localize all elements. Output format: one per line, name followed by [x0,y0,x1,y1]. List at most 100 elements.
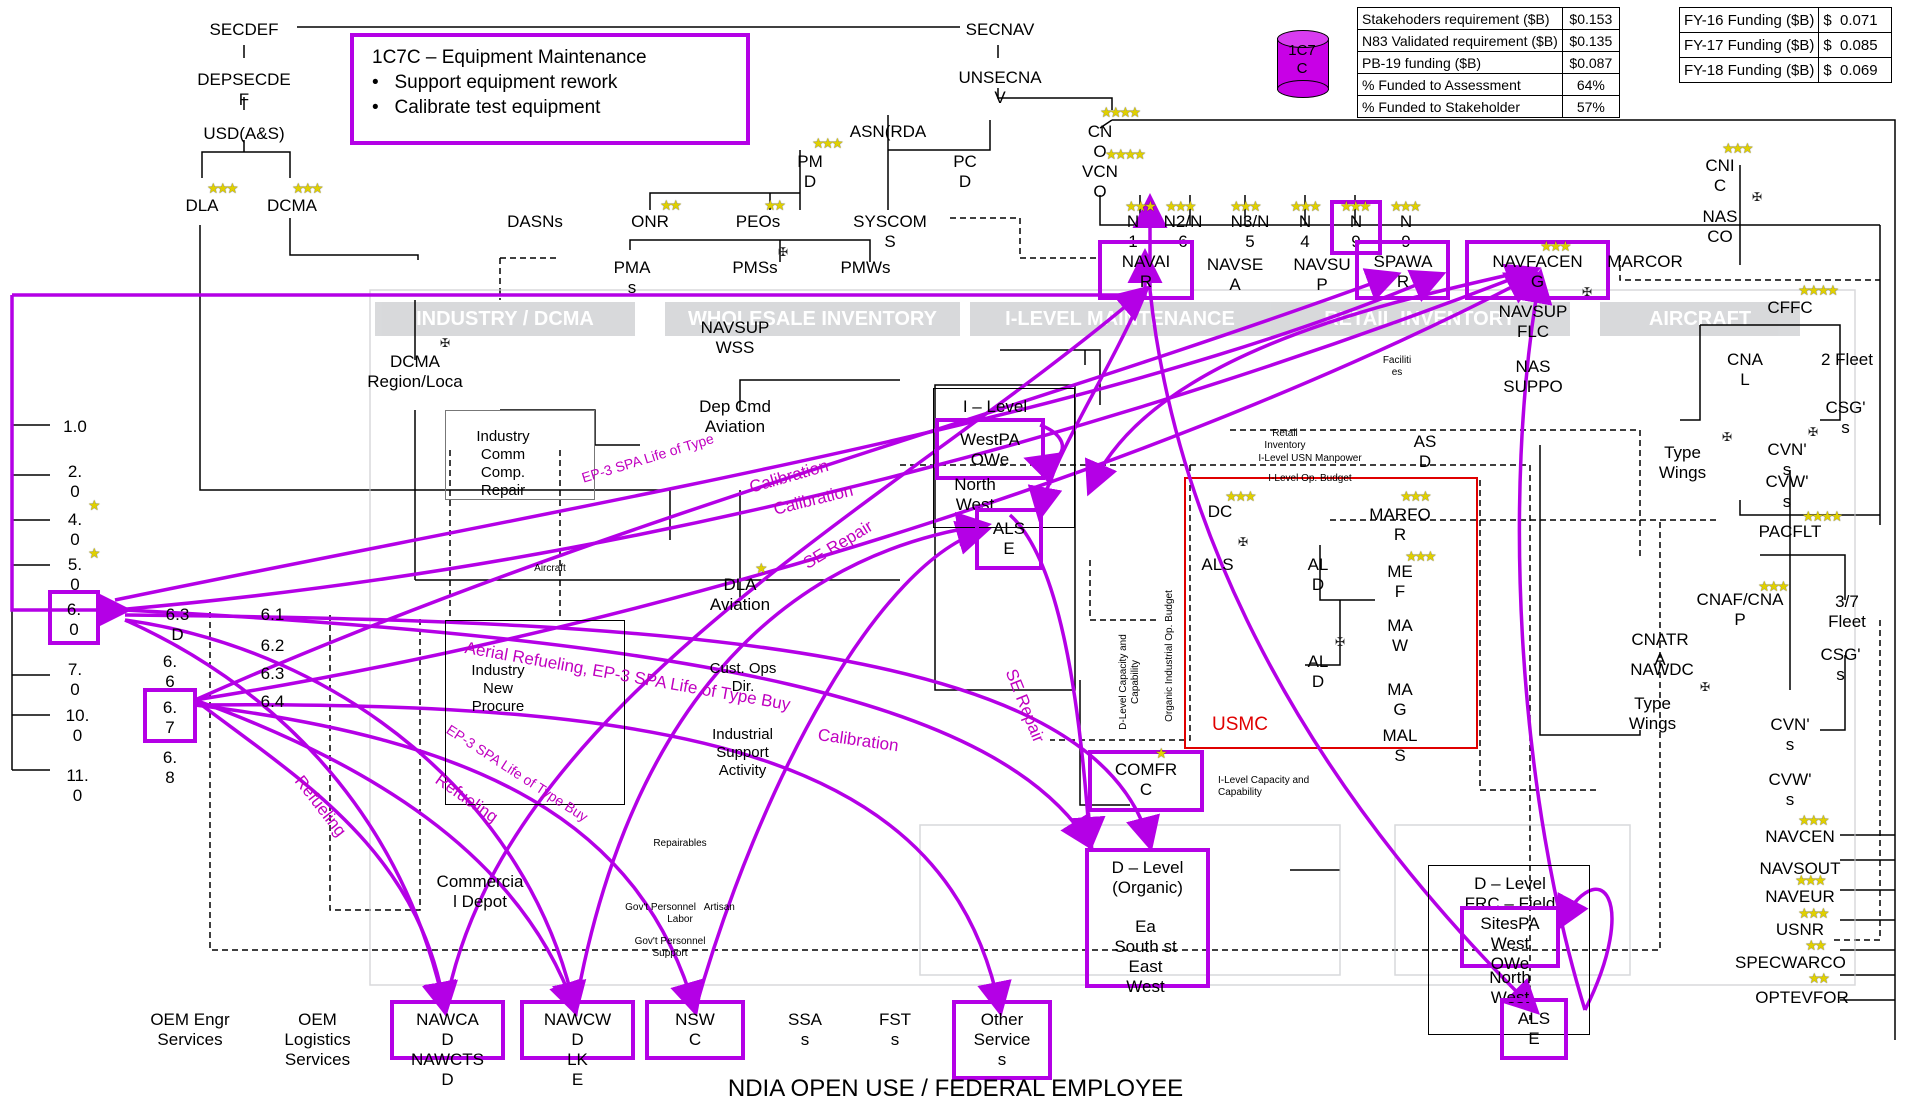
node-cnaf-cnap: CNAF/CNA P [1685,590,1795,630]
node-nas-co: NAS CO [1700,207,1740,247]
node-dcma: DCMA [262,196,322,216]
node-pmws: PMWs [838,258,893,278]
node-cvws-2: CVW' s [1765,770,1815,810]
table-cell: $ 0.069 [1819,58,1892,83]
node-mag: MA G [1380,680,1420,720]
rank-stars-icon: ★★★ [1340,198,1369,215]
note-govt-personnel-2: Gov't Personnel Support [620,936,720,960]
node-marfor: MARFO R [1360,505,1440,545]
node-industry-new: Industry New Procure [453,662,543,716]
node-naveur: NAVEUR [1760,887,1840,907]
node-cvws-1: CVW' s [1762,472,1812,512]
note-repairables: Repairables [650,838,710,850]
node-type-wings-1: Type Wings [1650,443,1715,483]
rank-stars-icon: ★★★★ [1802,508,1840,525]
table-row: N83 Validated requirement ($B)$0.135 [1358,30,1620,52]
note-govt-personnel-1: Gov't Personnel Artisan Labor [610,902,750,926]
node-organic-sites: Ea South st East West [1108,917,1183,997]
node-usmc: USMC [1200,715,1280,735]
node-onr: ONR [630,212,670,232]
rank-stars-icon: ★★ [660,197,679,214]
list-item-1-0: 1.0 [55,417,95,437]
node-pmd: PM D [790,152,830,192]
rank-stars-icon: ★★★ [812,135,841,152]
node-ilevel-als: ALS E [980,519,1038,559]
node-3-7-fleet: 3/7 Fleet [1822,592,1872,632]
node-facilities: Faciliti es [1372,355,1422,379]
node-pmss: PMSs [730,258,780,278]
node-field-sites: SitesPA West OWe [1465,914,1555,974]
eagle-insignia-icon: ✠ [1722,430,1732,444]
node-pma: PMA s [607,258,657,298]
list-item-10-0: 10. 0 [55,706,100,746]
table-cell: 57% [1562,96,1619,118]
footer-classification: NDIA OPEN USE / FEDERAL EMPLOYEE [0,1075,1911,1103]
node-dasns: DASNs [505,212,565,232]
rank-stars-icon: ★★★ [1798,905,1827,922]
eagle-insignia-icon: ✠ [1238,535,1248,549]
node-spawar: SPAWA R [1362,252,1444,292]
node-dc: DC [1200,502,1240,522]
node-commercial-depot: Commercia l Depot [430,872,530,912]
sub-code-6-8: 6. 8 [155,748,185,788]
rank-stars-icon: ★★★★ [1105,146,1143,163]
node-specwarcom: SPECWARCO [1735,953,1845,973]
node-peos: PEOs [733,212,783,232]
node-oem-logistics: OEM Logistics Services [270,1010,365,1070]
list-item-4-0: 4. 0 [55,510,95,550]
eagle-insignia-icon: ✠ [1335,635,1345,649]
rank-stars-icon: ★★★ [207,180,236,197]
rank-stars-icon: ★★★ [1540,238,1569,255]
table-cell: $ 0.071 [1819,8,1892,33]
node-navsup: NAVSU P [1282,255,1362,295]
table-cell: Stakehoders requirement ($B) [1358,8,1563,30]
node-nas-suppo: NAS SUPPO [1488,357,1578,397]
eagle-insignia-icon: ✠ [1808,425,1818,439]
rank-stars-icon: ★★★ [1722,140,1751,157]
table-row: % Funded to Stakeholder57% [1358,96,1620,118]
node-navsup-wss: NAVSUP WSS [690,318,780,358]
node-industrial-support: Industrial Support Activity [695,726,790,780]
node-n4: N 4 [1290,212,1320,252]
node-vcno: VCN O [1075,162,1125,202]
node-depsecdef: DEPSECDE F [194,70,294,110]
node-ald-2: AL D [1298,652,1338,692]
table-row: Stakehoders requirement ($B)$0.153 [1358,8,1620,30]
table-row: FY-17 Funding ($B)$ 0.085 [1680,33,1892,58]
node-asd: AS D [1405,432,1445,472]
rank-stars-icon: ★★★ [1125,198,1154,215]
sub-code-6-1: 6.1 [255,605,290,625]
note-dlevel-capacity: D-Level Capacity and Capability [1118,622,1142,742]
node-optevfor: OPTEVFOR [1752,988,1852,1008]
node-ilevel-west: WestPA OWe [945,430,1035,470]
list-item-2-0: 2. 0 [55,462,95,502]
funding-table: Stakehoders requirement ($B)$0.153 N83 V… [1357,7,1620,118]
bullet-item: • Calibrate test equipment [372,95,728,120]
node-oem-engr: OEM Engr Services [140,1010,240,1050]
node-csg-2: CSG' s [1818,645,1863,685]
node-mals: MAL S [1375,726,1425,766]
node-mef: ME F [1380,562,1420,602]
note-retail-inventory: Retail Inventory [1255,428,1315,452]
section-title-box: 1C7C – Equipment Maintenance • Support e… [350,33,750,145]
node-maw: MA W [1380,616,1420,656]
node-dla-aviation: DLA Aviation [700,575,780,615]
list-item-11-0: 11. 0 [55,766,100,806]
node-cni: CNI C [1700,156,1740,196]
node-nawdc: NAWDC [1622,660,1702,680]
table-row: FY-18 Funding ($B)$ 0.069 [1680,58,1892,83]
note-ilevel-manpower: I-Level USN Manpower [1250,453,1370,465]
node-pcd: PC D [945,152,985,192]
table-row: PB-19 funding ($B)$0.087 [1358,52,1620,74]
node-dcma-region: DCMA Region/Loca [355,352,475,392]
rank-stars-icon: ★★ [1805,937,1824,954]
fy-funding-table: FY-16 Funding ($B)$ 0.071 FY-17 Funding … [1679,7,1892,83]
node-unsecnav: UNSECNA V [950,68,1050,108]
sub-code-6-2: 6.2 [255,636,290,656]
node-syscoms: SYSCOM S [850,212,930,252]
node-ssas: SSA s [775,1010,835,1050]
node-navair: NAVAI R [1105,252,1187,292]
rank-stars-icon: ★★★ [1400,488,1429,505]
sub-code-6-4: 6.4 [255,692,290,712]
rank-stars-icon: ★★★ [1798,812,1827,829]
